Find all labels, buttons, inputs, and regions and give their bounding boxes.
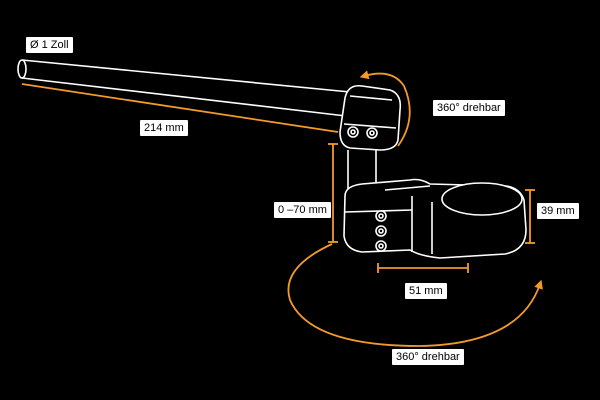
- clamp-width-label: 51 mm: [405, 283, 447, 299]
- fork-clamp: [343, 178, 527, 259]
- bottom-rotation-label: 360° drehbar: [392, 349, 464, 365]
- bar-length-dimension: [21, 83, 339, 133]
- clamp-height-label: 39 mm: [537, 203, 579, 219]
- dimension-lines: [21, 70, 543, 347]
- bar-length-label: 214 mm: [140, 120, 188, 136]
- top-rotation-arrow: [359, 70, 411, 147]
- bottom-rotation-arrow: [287, 243, 543, 347]
- diameter-label: Ø 1 Zoll: [26, 37, 73, 53]
- top-clamp: [339, 84, 402, 151]
- handlebar-tube: [17, 59, 351, 117]
- height-range-label: 0 –70 mm: [274, 202, 331, 218]
- top-rotation-label: 360° drehbar: [433, 100, 505, 116]
